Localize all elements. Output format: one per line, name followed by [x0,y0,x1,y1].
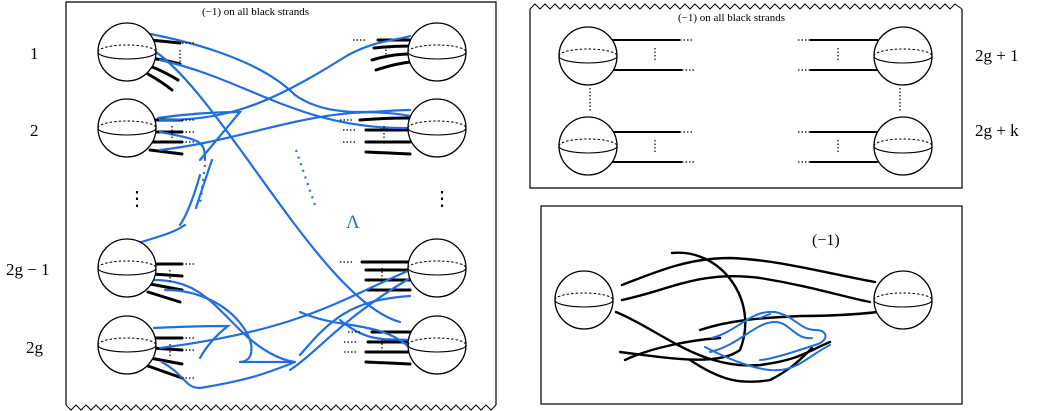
left-panel-zigzag-edge [65,404,497,411]
sphere-left-row-2g-1 [97,238,157,298]
sphere-right-row-2 [407,98,467,158]
blue-strands [126,28,412,390]
blue-dotted-continuations [198,149,317,206]
bottom-right-panel [540,205,963,405]
top-right-panel [529,3,963,189]
sphere-tr-right-row-2g+1 [873,26,933,86]
blue-strands-bottom [704,310,831,372]
sphere-tr-right-row-2g+k [873,116,933,176]
sphere-br-left [554,270,614,330]
row-label-2g-plus-1: 2g + 1 [975,46,1019,65]
black-strands-right [358,38,412,366]
sphere-right-row-1 [407,22,467,82]
bottom-right-panel-frame [540,205,963,405]
sphere-right-row-2g [407,315,467,375]
lambda-label: Λ [346,212,360,233]
black-strands-left [146,38,184,380]
left-panel-caption: (−1) on all black strands [202,6,310,18]
sphere-br-right [873,270,933,330]
sphere-left-row-2g [97,315,157,375]
row-label-2g-minus-1: 2g − 1 [6,260,50,279]
top-right-panel-caption: (−1) on all black strands [678,12,786,24]
top-right-panel-zigzag-edge [529,3,963,10]
row-label-2: 2 [30,121,39,140]
left-panel [65,1,497,411]
top-right-dotted-marks [589,39,901,163]
top-right-strands [610,39,878,163]
row-label-2g: 2g [26,338,43,357]
strand-ellipsis-marks [169,39,387,379]
left-panel-frame [65,1,497,405]
row-label-vdots: ⋮ [127,188,147,210]
black-strands-bottom [614,251,880,383]
row-label-1: 1 [30,44,39,63]
sphere-left-row-2 [97,98,157,158]
row-label-2g-plus-k: 2g + k [975,121,1019,140]
top-right-panel-frame [529,9,963,189]
sphere-right-row-2g-1 [407,238,467,298]
sphere-tr-left-row-2g+k [558,116,618,176]
sphere-tr-left-row-2g+1 [558,26,618,86]
framing-label: (−1) [812,232,840,249]
right-column-vdots: ⋮ [432,188,452,210]
sphere-left-row-1 [97,22,157,82]
